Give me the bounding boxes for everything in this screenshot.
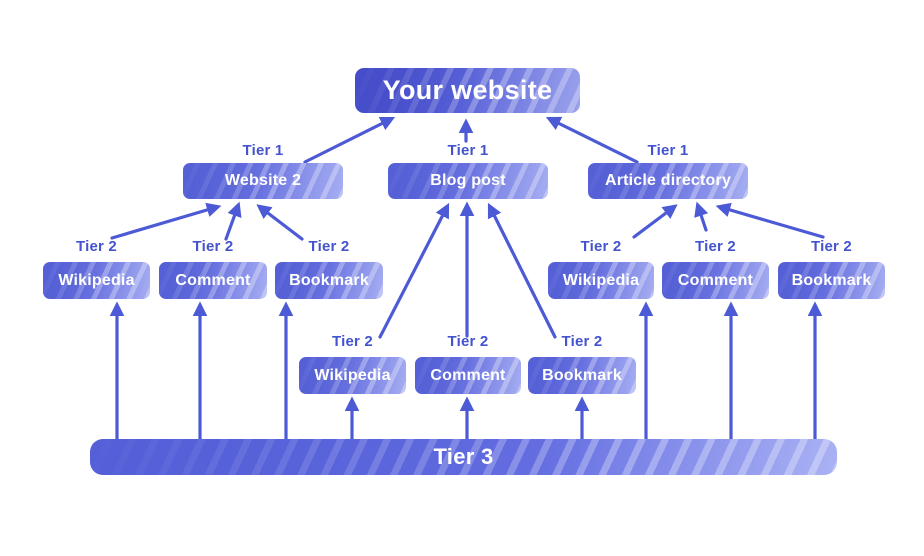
- node-blog-post: Blog post: [388, 163, 548, 199]
- tier1-label: Tier 1: [242, 142, 284, 159]
- tier1-label: Tier 1: [447, 142, 489, 159]
- arrow-mid-bookmark-to-blogpost: [487, 202, 557, 339]
- arrow-left-comment-to-website2: [224, 201, 242, 241]
- node-left-comment: Comment: [159, 262, 267, 299]
- node-left-bookmark: Bookmark: [275, 262, 383, 299]
- tier2-label: Tier 2: [695, 238, 736, 255]
- arrow-right-comment-to-articledir: [694, 201, 709, 232]
- tier2-label: Tier 2: [561, 333, 603, 350]
- tier3-bar: Tier 3: [90, 439, 837, 475]
- node-article-directory: Article directory: [588, 163, 748, 199]
- arrow-right-bookmark-to-articledir: [715, 202, 825, 239]
- tier2-label: Tier 2: [332, 333, 373, 350]
- node-left-wikipedia: Wikipedia: [43, 262, 150, 299]
- node-right-wikipedia: Wikipedia: [548, 262, 654, 299]
- tier2-label: Tier 2: [308, 238, 350, 255]
- tier1-label: Tier 1: [647, 142, 689, 159]
- node-right-comment: Comment: [662, 262, 769, 299]
- tier2-label: Tier 2: [447, 333, 489, 350]
- node-mid-comment: Comment: [415, 357, 521, 394]
- node-right-bookmark: Bookmark: [778, 262, 885, 299]
- arrow-right-wikipedia-to-articledir: [632, 204, 678, 239]
- tier2-label: Tier 2: [76, 238, 117, 255]
- tier2-label: Tier 2: [580, 238, 622, 255]
- node-mid-wikipedia: Wikipedia: [299, 357, 406, 394]
- arrow-left-wikipedia-to-website2: [110, 202, 222, 240]
- node-website-2: Website 2: [183, 163, 343, 199]
- tier2-label: Tier 2: [192, 238, 234, 255]
- arrow-mid-wikipedia-to-blogpost: [378, 202, 450, 339]
- node-your-website: Your website: [355, 68, 580, 113]
- arrow-left-bookmark-to-website2: [256, 204, 304, 241]
- tier2-label: Tier 2: [811, 238, 852, 255]
- node-mid-bookmark: Bookmark: [528, 357, 636, 394]
